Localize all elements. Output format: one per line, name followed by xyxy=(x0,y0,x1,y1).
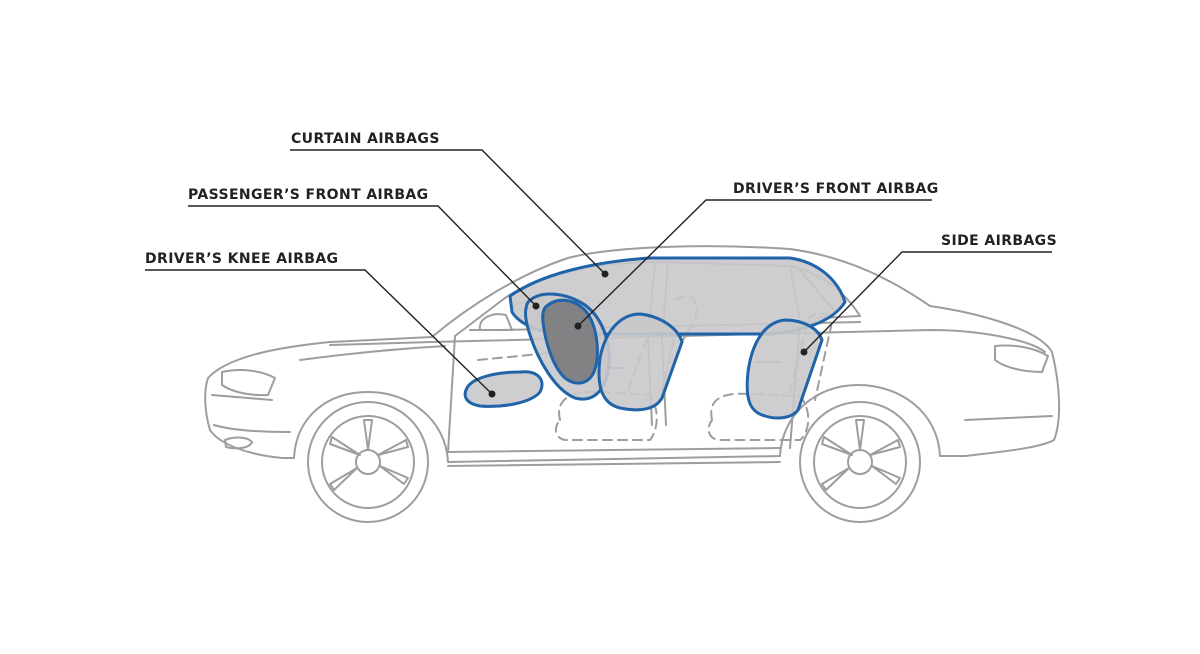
label-driver-knee-airbag: DRIVER’S KNEE AIRBAG xyxy=(145,251,339,267)
rear-wheel xyxy=(799,401,921,523)
front-side-airbag-shape xyxy=(597,312,684,412)
label-curtain-airbags: CURTAIN AIRBAGS xyxy=(291,131,440,147)
curtain-leader xyxy=(290,149,609,278)
hood-line xyxy=(299,345,446,361)
rear-seat xyxy=(707,392,810,441)
knee-airbag-shape xyxy=(463,370,544,408)
headlight xyxy=(221,369,276,397)
leader-lines xyxy=(145,149,1052,398)
front-bumper xyxy=(211,394,291,433)
rear-side-airbag-shape xyxy=(745,318,824,420)
fog-light xyxy=(224,436,253,450)
side-mirror xyxy=(478,313,513,331)
airbags xyxy=(463,256,847,420)
front-door-line xyxy=(447,335,456,453)
front-wheel xyxy=(307,401,429,523)
label-driver-front-airbag: DRIVER’S FRONT AIRBAG xyxy=(733,181,939,197)
passenger-front-leader xyxy=(188,205,540,310)
side-leader xyxy=(800,251,1052,356)
car-silhouette xyxy=(204,245,1061,463)
rocker-panel-lower xyxy=(447,461,781,467)
driver-front-leader xyxy=(574,199,932,330)
a-pillar xyxy=(454,297,506,337)
rear-bumper xyxy=(964,415,1053,421)
label-passenger-front-airbag: PASSENGER’S FRONT AIRBAG xyxy=(188,187,429,203)
label-side-airbags: SIDE AIRBAGS xyxy=(941,233,1058,249)
belt-line xyxy=(329,329,1046,353)
driver-knee-leader xyxy=(145,269,496,398)
rocker-panel xyxy=(447,447,781,453)
tail-light xyxy=(994,344,1049,373)
